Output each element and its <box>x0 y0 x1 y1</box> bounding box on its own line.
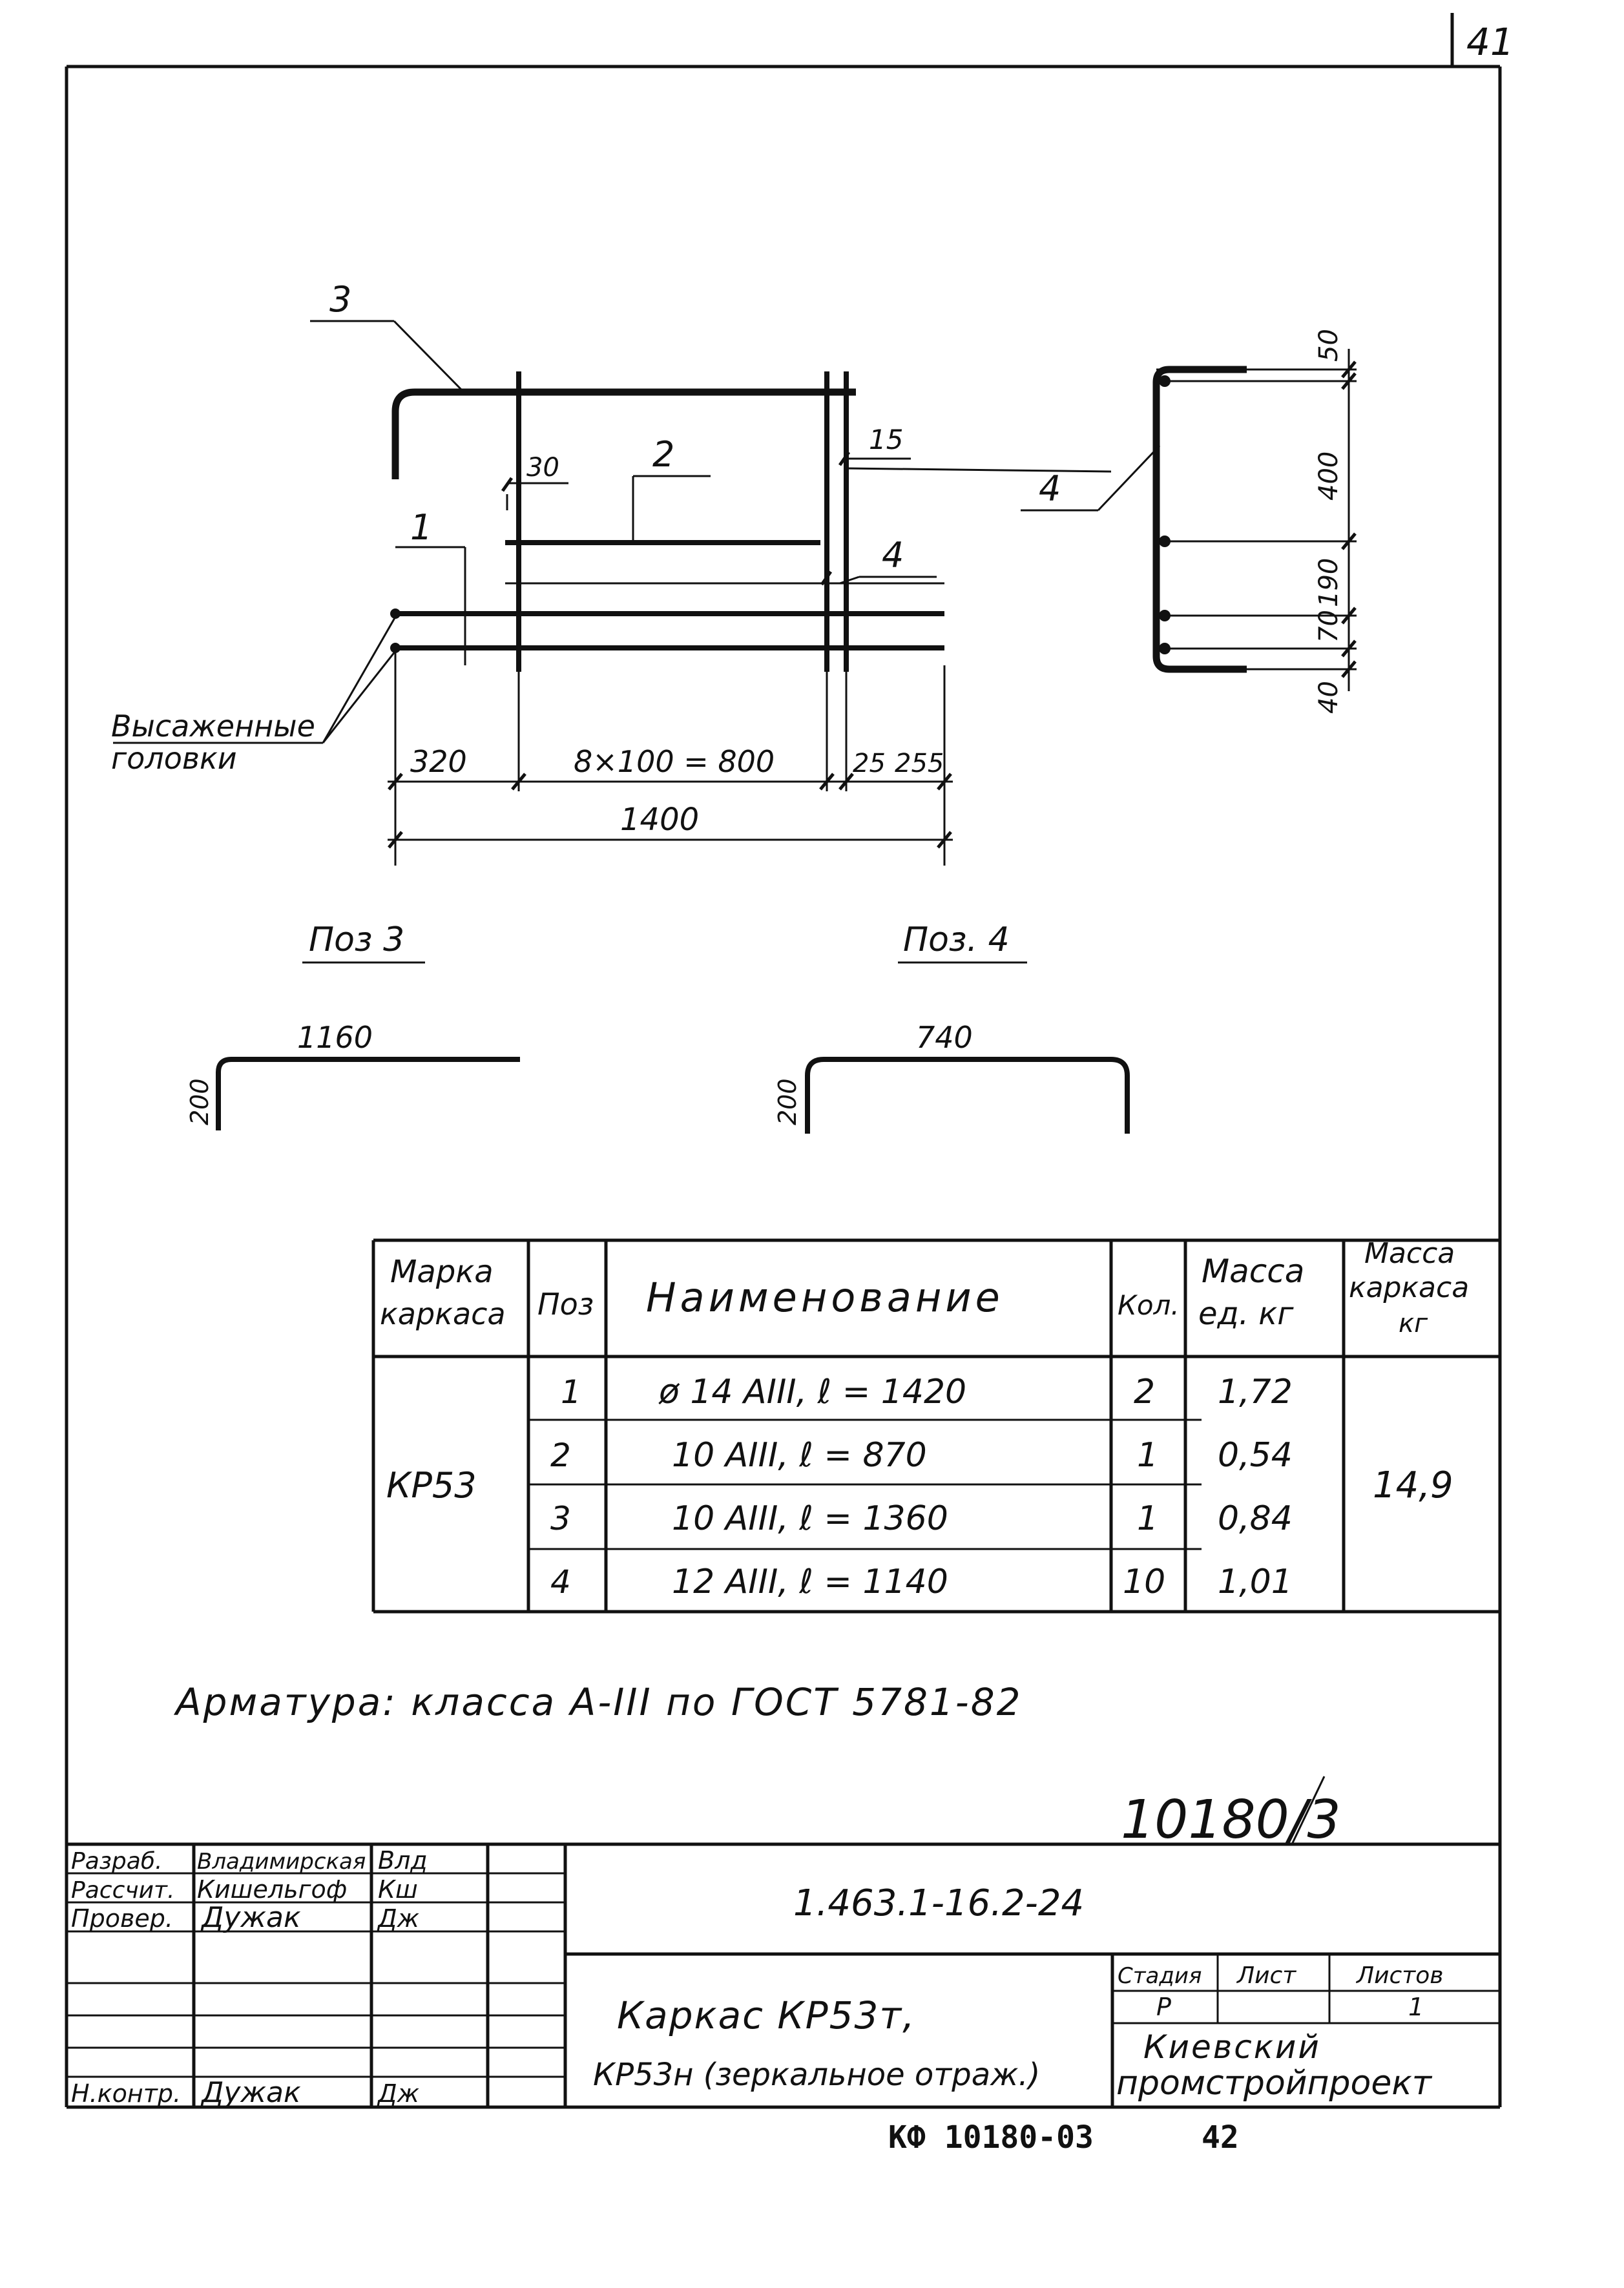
detail-poz3-title: Поз 3 <box>309 920 404 959</box>
spec-header-frame-mass-2: каркаса <box>1349 1271 1469 1304</box>
leader-label-3: 3 <box>329 279 351 320</box>
bar-pos-3 <box>391 388 856 479</box>
tb-role-developer: Разраб. <box>71 1848 162 1875</box>
spec-header-frame-mass-3: кг <box>1399 1309 1428 1338</box>
dim-25: 25 <box>853 749 886 778</box>
tb-org-line1: Киевский <box>1143 2028 1321 2066</box>
detail-poz4-title: Поз. 4 <box>903 920 1010 959</box>
corner-sheet-number: 41 <box>1466 20 1514 64</box>
upset-head-lower <box>390 643 401 653</box>
spec-row-pos: 3 <box>550 1500 571 1537</box>
frame-section <box>1021 349 1357 691</box>
dim-15: 15 <box>869 424 903 455</box>
spec-header-unit-mass-1: Масса <box>1202 1253 1304 1290</box>
tb-role-checked: Провер. <box>71 1904 173 1933</box>
leader-label-4-elevation: 4 <box>882 535 904 576</box>
spec-header-name: Наименование <box>646 1274 1004 1321</box>
tb-sign-checked: Дж <box>377 1904 419 1933</box>
spec-row-qty: 1 <box>1137 1499 1158 1538</box>
spec-row-pos: 2 <box>550 1437 571 1474</box>
tb-sheet-label: Лист <box>1236 1962 1296 1989</box>
title-block-grid <box>67 1842 1500 2107</box>
spec-row-name: 10 AIII, ℓ = 1360 <box>672 1499 948 1538</box>
tb-role-calculated: Рассчит. <box>71 1877 174 1904</box>
tb-title-line2: КР53н (зеркальное отраж.) <box>593 2057 1040 2093</box>
tb-sign-developer: Влд <box>378 1846 428 1875</box>
tb-sign-calculated: Кш <box>378 1875 418 1904</box>
tb-stage-value: Р <box>1156 1993 1171 2021</box>
spec-row-name: 12 AIII, ℓ = 1140 <box>672 1563 948 1601</box>
tb-sheets-label: Листов <box>1355 1962 1443 1989</box>
spec-row-qty: 10 <box>1123 1563 1165 1601</box>
section-dim-50: 50 <box>1314 329 1344 362</box>
spec-header-pos: Поз <box>537 1287 594 1322</box>
section-dim-70: 70 <box>1314 610 1344 643</box>
footer-code: КФ 10180-03 <box>888 2119 1094 2156</box>
reinforcement-note: Арматура: класса A-III по ГОСТ 5781-82 <box>173 1680 1023 1724</box>
leader-label-4-section: 4 <box>1039 468 1061 509</box>
tb-name-calculated: Кишельгоф <box>197 1875 347 1904</box>
spec-row: 2 10 AIII, ℓ = 870 1 0,54 <box>550 1436 1293 1475</box>
spec-frame-total-mass: 14,9 <box>1373 1464 1453 1506</box>
spec-row-mass: 0,54 <box>1218 1436 1293 1475</box>
dim-30: 30 <box>526 453 559 483</box>
tb-sheets-value: 1 <box>1408 1993 1424 2021</box>
dim-8x100: 8×100 = 800 <box>574 744 775 779</box>
tb-title-line1: Каркас КР53т, <box>617 1993 916 2037</box>
spec-row-name: ø 14 AIII, ℓ = 1420 <box>658 1373 966 1411</box>
dim-320: 320 <box>410 744 467 779</box>
dim-1400: 1400 <box>620 802 699 838</box>
spec-row: 1 ø 14 AIII, ℓ = 1420 2 1,72 <box>561 1373 1293 1411</box>
spec-header-unit-mass-2: ед. кг <box>1198 1296 1294 1332</box>
spec-row-mass: 0,84 <box>1218 1499 1293 1538</box>
tb-document-code: 1.463.1-16.2-24 <box>793 1882 1084 1924</box>
detail-poz3 <box>216 961 520 1130</box>
tb-name-norm-control: Дужак <box>200 2076 301 2109</box>
footer-page: 42 <box>1202 2119 1239 2156</box>
spec-row-mass: 1,72 <box>1218 1373 1293 1411</box>
frame-elevation <box>113 320 1112 866</box>
tb-role-norm-control: Н.контр. <box>71 2079 181 2108</box>
spec-header-mark-2: каркаса <box>380 1296 506 1331</box>
spec-row: 4 12 AIII, ℓ = 1140 10 1,01 <box>550 1563 1293 1601</box>
spec-header-frame-mass-1: Масса <box>1364 1237 1455 1270</box>
spec-row-qty: 1 <box>1137 1436 1158 1475</box>
upset-heads-note-line1: Высаженные <box>111 709 315 744</box>
spec-row-qty: 2 <box>1134 1373 1155 1411</box>
upset-head-upper <box>390 608 401 619</box>
archive-number: 10180/3 <box>1121 1789 1341 1851</box>
leader-label-1: 1 <box>410 507 432 548</box>
spec-row-pos: 4 <box>550 1563 571 1601</box>
detail-poz4-height: 200 <box>773 1078 802 1125</box>
tb-sign-norm-control: Дж <box>377 2079 419 2108</box>
detail-poz3-length: 1160 <box>297 1020 373 1055</box>
spec-row-mass: 1,01 <box>1218 1563 1293 1601</box>
detail-poz4 <box>805 961 1130 1134</box>
upset-heads-note-line2: головки <box>111 741 237 776</box>
tb-name-checked: Дужак <box>200 1901 301 1934</box>
spec-frame-mark: КР53 <box>386 1465 477 1506</box>
dim-255: 255 <box>895 749 944 778</box>
leader-label-2: 2 <box>652 434 674 475</box>
stirrup-section <box>1152 366 1247 673</box>
spec-header-mark-1: Марка <box>390 1254 494 1290</box>
tb-name-developer: Владимирская <box>197 1849 366 1875</box>
section-dim-190: 190 <box>1314 558 1344 607</box>
spec-table-grid <box>371 1238 1500 1614</box>
spec-row: 3 10 AIII, ℓ = 1360 1 0,84 <box>550 1499 1293 1538</box>
section-dim-400: 400 <box>1314 452 1344 501</box>
tb-stage-label: Стадия <box>1118 1963 1202 1989</box>
detail-poz3-height: 200 <box>185 1078 214 1125</box>
spec-row-name: 10 AIII, ℓ = 870 <box>672 1436 927 1475</box>
sheet-frame <box>65 13 1502 2109</box>
section-dim-40: 40 <box>1314 681 1344 714</box>
detail-poz4-length: 740 <box>916 1020 973 1055</box>
spec-row-pos: 1 <box>561 1373 581 1411</box>
tb-org-line2: промстройпроект <box>1116 2064 1433 2103</box>
spec-header-qty: Кол. <box>1118 1289 1180 1321</box>
